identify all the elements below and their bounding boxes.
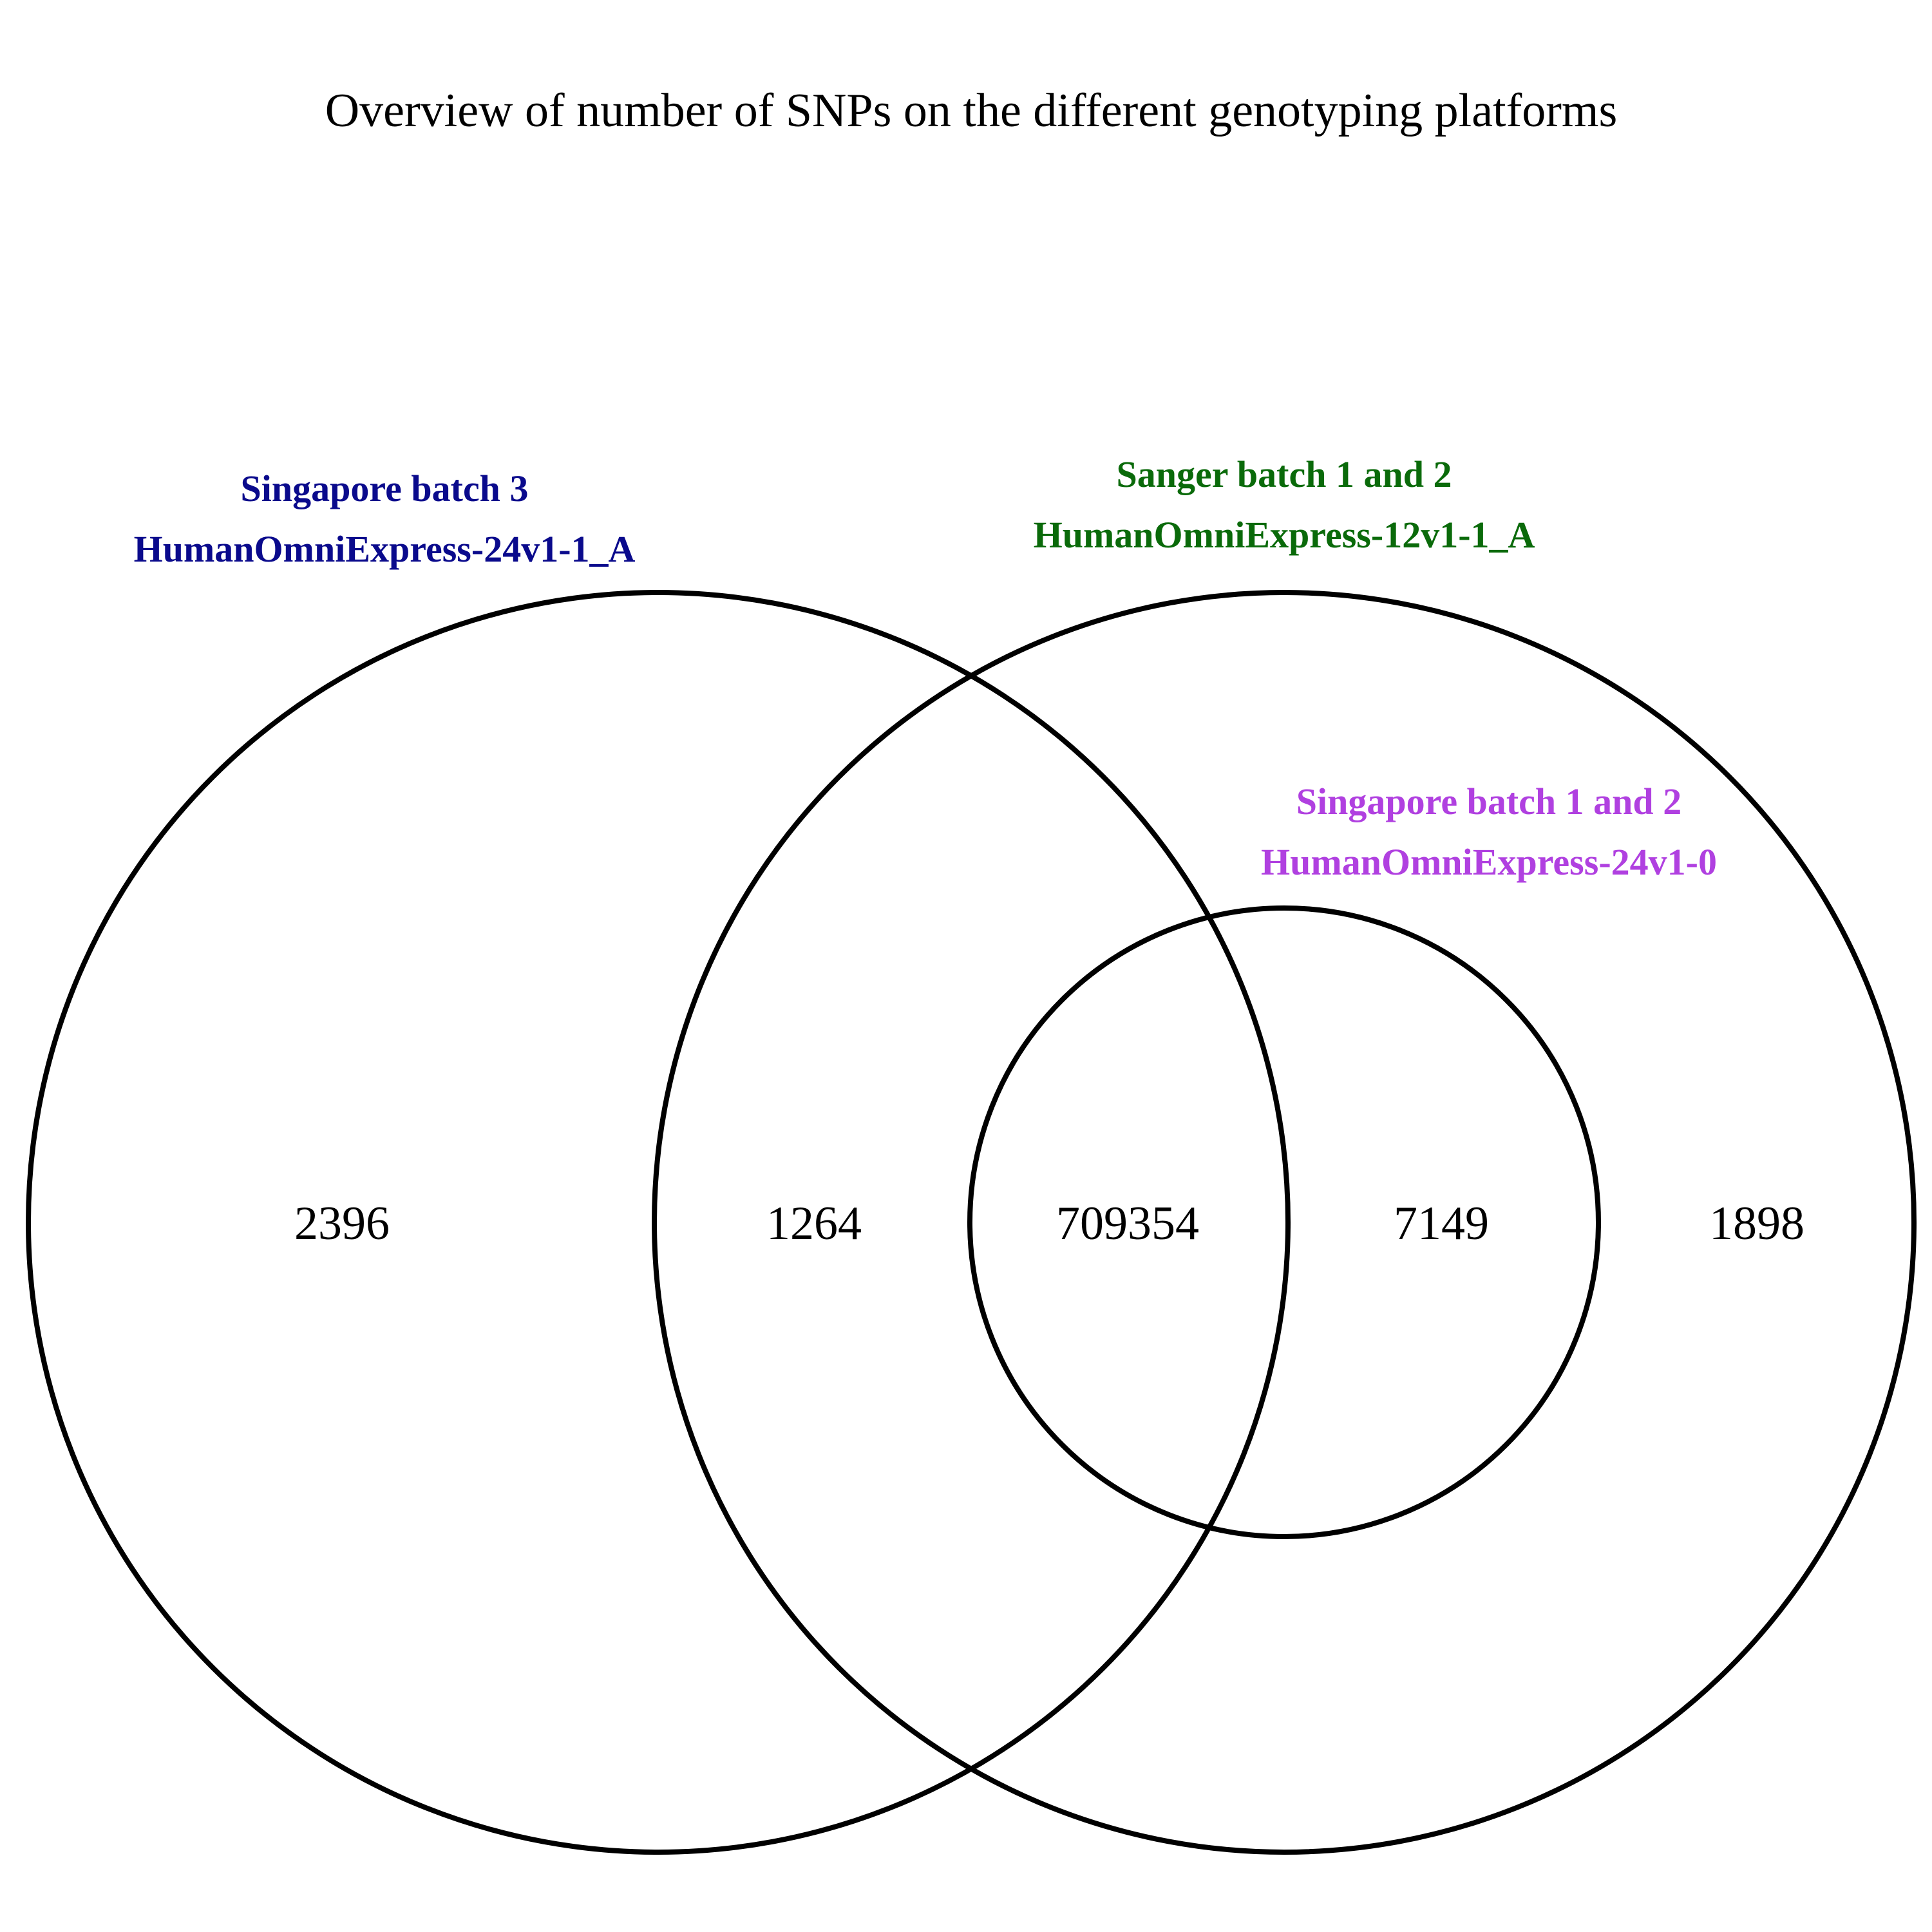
region-count-all-three: 709354 [1056, 1197, 1199, 1250]
region-count-sanger-only: 1898 [1709, 1197, 1804, 1250]
set-label-platform: HumanOmniExpress-24v1-1_A [134, 528, 636, 570]
set-label-platform: HumanOmniExpress-12v1-1_A [1034, 514, 1535, 556]
region-count-sanger-and-singapore-1-2: 7149 [1394, 1197, 1489, 1250]
set-label-sanger-batch-1-2: Sanger batch 1 and 2 HumanOmniExpress-12… [1034, 453, 1535, 556]
set-label-name: Sanger batch 1 and 2 [1116, 453, 1452, 495]
set-label-singapore-batch-3: Singapore batch 3 HumanOmniExpress-24v1-… [134, 468, 636, 570]
region-count-singapore-3-and-sanger: 1264 [766, 1197, 862, 1250]
set-label-platform: HumanOmniExpress-24v1-0 [1261, 841, 1717, 883]
set-label-name: Singapore batch 1 and 2 [1296, 781, 1681, 822]
set-circle-singapore-batch-1-2 [967, 905, 1601, 1539]
set-circle-sanger-batch-1-2 [652, 590, 1917, 1855]
diagram-title: Overview of number of SNPs on the differ… [325, 84, 1618, 137]
set-circle-singapore-batch-3 [26, 590, 1291, 1855]
region-count-singapore-batch-3-only: 2396 [294, 1197, 390, 1250]
set-label-singapore-batch-1-2: Singapore batch 1 and 2 HumanOmniExpress… [1261, 781, 1717, 883]
set-label-name: Singapore batch 3 [241, 468, 529, 509]
